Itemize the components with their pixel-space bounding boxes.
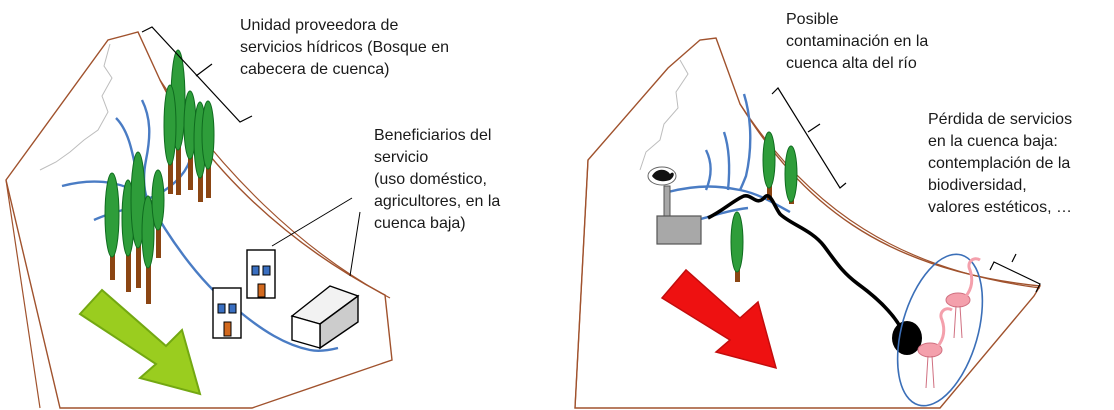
right-trees — [730, 131, 798, 282]
smoke-icon — [652, 169, 674, 182]
provider-label: Unidad proveedora de servicios hídricos (… — [240, 17, 449, 78]
label-line: Posible — [786, 11, 839, 28]
bracket-provider — [141, 26, 253, 123]
tree-icon — [784, 145, 798, 204]
pollution-blob — [892, 321, 922, 355]
label-line: Unidad proveedora de — [240, 17, 398, 34]
pollution-plume — [707, 194, 906, 335]
flamingo-icon — [917, 307, 953, 389]
connector-line — [271, 197, 353, 247]
label-line: contemplación de la — [928, 155, 1070, 172]
label-line: biodiversidad, — [928, 177, 1027, 194]
contamination-label: Posible contaminación en la cuenca alta de… — [786, 11, 928, 72]
right-ridge-line — [639, 59, 689, 171]
label-line: cabecera de cuenca) — [240, 61, 389, 78]
tree-icon — [151, 169, 165, 258]
factory-icon — [656, 185, 702, 245]
label-line: Pérdida de servicios — [928, 111, 1072, 128]
label-line: (uso doméstico, — [374, 171, 487, 188]
bracket-contamination — [771, 87, 847, 189]
red-flow-arrow — [660, 268, 778, 370]
left-hillslope — [5, 31, 393, 409]
loss-label: Pérdida de servicios en la cuenca baja: co… — [928, 111, 1072, 216]
warehouse-icon — [290, 285, 360, 350]
left-ridge-line — [39, 43, 113, 171]
tree-icon — [163, 84, 177, 194]
label-line: cuenca alta del río — [786, 55, 917, 72]
label-line: agricultores, en la — [374, 193, 500, 210]
tree-icon — [201, 100, 215, 198]
label-line: servicios hídricos (Bosque en — [240, 39, 449, 56]
beneficiaries-label: Beneficiarios del servicio (uso doméstico,… — [374, 127, 500, 232]
label-line: servicio — [374, 149, 428, 166]
left-forest — [104, 49, 215, 304]
label-line: cuenca baja) — [374, 215, 466, 232]
bracket-loss — [989, 253, 1041, 293]
tree-icon — [104, 172, 120, 280]
house-icon — [246, 249, 276, 299]
tree-icon — [762, 131, 776, 200]
label-line: en la cuenca baja: — [928, 133, 1058, 150]
label-line: valores estéticos, … — [928, 199, 1072, 216]
house-icon — [212, 287, 242, 339]
right-panel: Posible contaminación en la cuenca alta de… — [574, 11, 1072, 409]
label-line: contaminación en la — [786, 33, 928, 50]
label-line: Beneficiarios del — [374, 127, 491, 144]
green-flow-arrow — [78, 288, 202, 396]
right-hillslope — [574, 37, 1042, 409]
tree-icon — [730, 211, 744, 282]
biodiversity-ellipse — [896, 253, 984, 407]
connector-line — [349, 211, 361, 277]
flamingo-icon — [945, 257, 981, 339]
left-panel: Unidad proveedora de servicios hídricos (… — [5, 17, 500, 409]
tree-icon — [141, 195, 155, 304]
